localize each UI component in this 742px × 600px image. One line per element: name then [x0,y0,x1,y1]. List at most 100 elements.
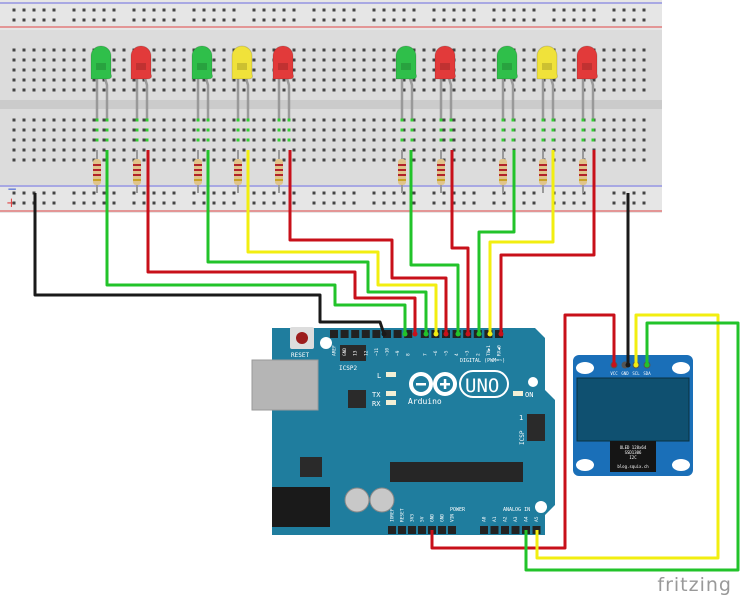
header-pin-GND[interactable] [340,330,349,338]
header-pin-VIN[interactable] [448,526,456,534]
breadboard-hole [292,128,296,132]
breadboard-hole [352,118,356,122]
wire-end[interactable] [633,362,639,368]
connected-hole [236,118,240,122]
header-pin-GND[interactable] [438,526,446,534]
breadboard-hole [102,148,106,152]
capacitor [344,487,370,513]
connected-hole [511,138,515,142]
breadboard-hole [382,8,386,12]
breadboard-hole [522,138,526,142]
analog-label: ANALOG IN [503,507,530,513]
wire-red[interactable] [430,313,616,550]
wire-green[interactable] [206,150,428,334]
breadboard-hole [122,158,126,162]
breadboard-hole [462,18,466,22]
breadboard-hole [622,201,626,205]
breadboard-hole [602,148,606,152]
breadboard-hole [512,8,516,12]
connected-hole [410,128,414,132]
wire-yellow[interactable] [488,150,555,334]
header-pin-A2[interactable] [501,526,509,534]
header-pin-~9[interactable] [393,330,402,338]
header-pin-A3[interactable] [511,526,520,534]
header-pin-A1[interactable] [490,526,499,534]
on-led [513,391,523,396]
breadboard-hole [432,201,436,205]
breadboard-hole [162,138,166,142]
breadboard-hole [372,68,376,72]
breadboard-hole [632,201,636,205]
led-die [401,63,411,70]
header-pin-8[interactable] [404,330,413,338]
connected-hole [246,138,250,142]
breadboard-hole [402,88,406,92]
wire-end[interactable] [412,331,418,337]
breadboard-hole [262,48,266,52]
breadboard-hole [632,138,636,142]
wire-green[interactable] [477,150,516,334]
wire-end[interactable] [443,331,449,337]
breadboard-hole [482,128,486,132]
wire-end[interactable] [487,331,493,337]
resistor-band [234,169,242,171]
reset-button-cap[interactable] [296,332,308,344]
header-pin-IOREF[interactable] [388,526,396,534]
breadboard-hole [52,128,56,132]
wire-end[interactable] [476,331,482,337]
wire-end[interactable] [455,331,461,337]
wire-green[interactable] [409,150,460,334]
breadboard-hole [462,48,466,52]
wire-end[interactable] [423,331,429,337]
breadboard-hole [472,18,476,22]
header-pin-~11[interactable] [372,330,381,338]
tx-led-label: TX [372,391,381,399]
wire-end[interactable] [644,362,650,368]
wire-end[interactable] [498,331,504,337]
header-pin-13[interactable] [351,330,360,338]
breadboard-hole [262,78,266,82]
wire-red[interactable] [499,150,596,334]
header-pin-5V[interactable] [418,526,426,534]
header-pin-RESET[interactable] [398,526,406,534]
breadboard-hole [152,128,156,132]
breadboard-hole [492,118,496,122]
header-pin-~10[interactable] [383,330,391,338]
wire-end[interactable] [611,362,617,368]
digital-label: DIGITAL (PWM=~) [460,358,505,364]
wire-green[interactable] [524,321,740,572]
breadboard-hole [72,68,76,72]
oled-label-line: I2C [629,455,637,460]
wire-yellow[interactable] [246,150,438,334]
oled-pin-label: SCL [632,371,640,376]
wire-yellow[interactable] [535,313,720,560]
header-pin-AREF[interactable] [330,330,338,338]
breadboard-hole [312,68,316,72]
breadboard-hole [472,158,476,162]
header-pin-12[interactable] [361,330,370,338]
wire-end[interactable] [625,362,631,368]
wire-red[interactable] [450,150,470,334]
header-pin-3V3[interactable] [408,526,416,534]
wire-red[interactable] [288,150,448,334]
breadboard-hole [332,138,336,142]
connected-hole [196,118,200,122]
led-body [272,45,294,80]
wire-green[interactable] [105,150,407,334]
wire-end[interactable] [433,331,439,337]
breadboard-hole [72,88,76,92]
wire-black[interactable] [33,193,386,335]
wire-end[interactable] [402,331,408,337]
wire-end[interactable] [465,331,471,337]
breadboard-hole [172,191,176,195]
wire-red[interactable] [146,150,417,334]
header-pin-A0[interactable] [480,526,488,534]
breadboard-hole [342,128,346,132]
breadboard-hole [92,201,96,205]
resistor-body [499,159,507,185]
breadboard-hole [162,18,166,22]
breadboard-hole [262,18,266,22]
led-body [191,45,213,80]
breadboard-hole [372,118,376,122]
wire-end[interactable] [381,331,387,337]
